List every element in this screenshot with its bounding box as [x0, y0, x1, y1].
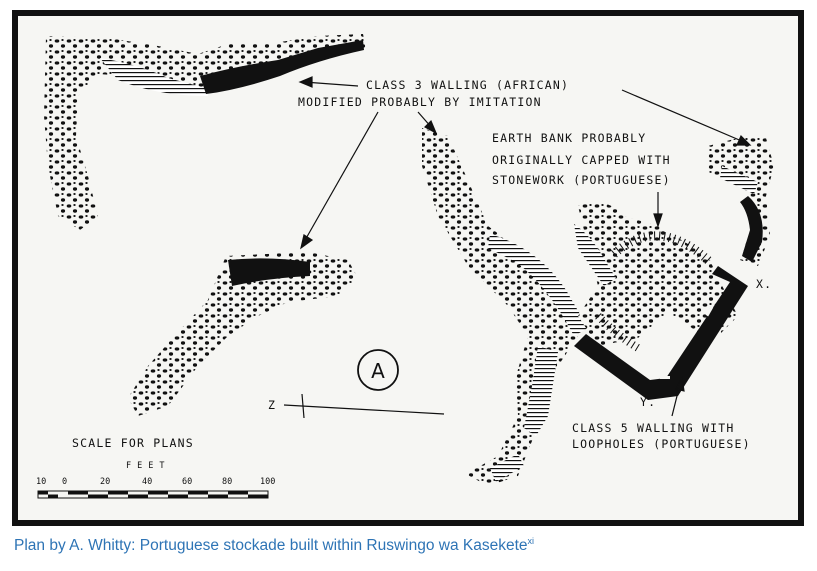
north-indicator: Z: [268, 393, 445, 419]
class3-walling-northeast: [708, 138, 774, 266]
scale-bar: SCALE FOR PLANS FEET 10 0 20 40 60 80 10…: [36, 436, 275, 499]
caption-footnote-ref: xi: [527, 535, 535, 546]
figure-caption: Plan by A. Whitty: Portuguese stockade b…: [14, 535, 535, 555]
class3-walling-central: [128, 252, 358, 416]
label-class5-line2: LOOPHOLES (PORTUGUESE): [572, 437, 751, 451]
label-earth-line2: ORIGINALLY CAPPED WITH: [492, 153, 671, 167]
annotation-arrows: [298, 76, 752, 417]
scale-tick-20: 20: [100, 477, 110, 487]
label-class3-line2: MODIFIED PROBABLY BY IMITATION: [298, 95, 542, 109]
label-earth-line3: STONEWORK (PORTUGUESE): [492, 173, 671, 187]
caption-text: Plan by A. Whitty: Portuguese stockade b…: [14, 537, 528, 554]
plan-letter: A: [371, 359, 385, 383]
scale-tick-100: 100: [260, 477, 275, 487]
label-earth-line1: EARTH BANK PROBABLY: [492, 131, 646, 145]
marker-y: Y.: [640, 395, 656, 409]
class3-walling-north: [44, 34, 366, 230]
scale-tick-80: 80: [222, 477, 232, 487]
north-z-label: Z: [268, 398, 276, 412]
label-class5-line1: CLASS 5 WALLING WITH: [572, 421, 734, 435]
marker-x: X.: [756, 277, 772, 291]
site-plan: CLASS 3 WALLING (AFRICAN) MODIFIED PROBA…: [18, 16, 798, 520]
label-class3-line1: CLASS 3 WALLING (AFRICAN): [366, 78, 569, 92]
scale-title: SCALE FOR PLANS: [72, 436, 194, 450]
plan-letter-marker: A: [357, 349, 399, 391]
scale-tick-10: 10: [36, 477, 46, 487]
portuguese-stockade: [574, 202, 748, 400]
scale-tick-60: 60: [182, 477, 192, 487]
scale-tick-0: 0: [62, 477, 67, 487]
plan-frame: CLASS 3 WALLING (AFRICAN) MODIFIED PROBA…: [12, 10, 804, 526]
scale-tick-40: 40: [142, 477, 152, 487]
class3-walling-east: [422, 128, 588, 486]
scale-unit: FEET: [126, 461, 170, 471]
